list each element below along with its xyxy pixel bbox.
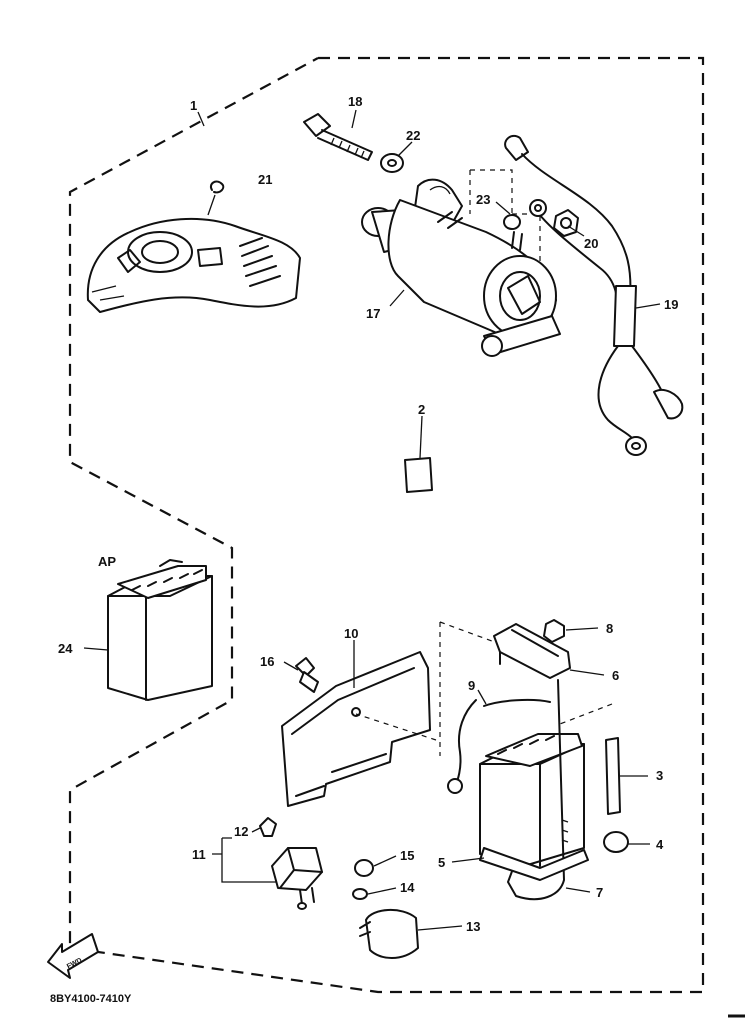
callout-labels: 1 18 22 21 23 20 19 17 2 AP 24 10 8 16 6…: [58, 94, 678, 934]
engine-case-drawing: [86, 180, 301, 313]
front-arrow-icon: FWD: [47, 933, 99, 979]
battery-drawing: [479, 733, 585, 867]
starter-relay-drawing: [271, 847, 323, 910]
washer-14-drawing: [352, 888, 368, 900]
terminal-guide-lines: [469, 169, 541, 262]
callout-9: 9: [468, 678, 475, 693]
callout-1: 1: [190, 98, 197, 113]
callout-7: 7: [596, 885, 603, 900]
leader-lines: [83, 109, 661, 931]
battery-guide-lines: [355, 621, 613, 756]
nut-20-drawing: [553, 209, 579, 237]
callout-24: 24: [58, 641, 73, 656]
part-code: 8BY4100-7410Y: [50, 993, 132, 1005]
cap-13-drawing: [359, 909, 419, 959]
bolt-18-drawing: [303, 113, 373, 161]
assembly-boundary: [68, 56, 705, 994]
nut-8-drawing: [543, 619, 565, 643]
callout-16: 16: [260, 654, 274, 669]
callout-5: 5: [438, 855, 445, 870]
callout-17: 17: [366, 306, 380, 321]
callout-19: 19: [664, 297, 678, 312]
battery-tray-drawing: [479, 847, 589, 881]
callout-21: 21: [258, 172, 272, 187]
callout-22: 22: [406, 128, 420, 143]
washer-22-drawing: [380, 153, 404, 173]
callout-23: 23: [476, 192, 490, 207]
callout-20: 20: [584, 236, 598, 251]
rod-3-drawing: [605, 737, 621, 815]
callout-2: 2: [418, 402, 425, 417]
clip-12-drawing: [259, 817, 277, 837]
callout-6: 6: [612, 668, 619, 683]
callout-3: 3: [656, 768, 663, 783]
band-rod-7-drawing: [507, 679, 569, 901]
callout-13: 13: [466, 919, 480, 934]
callout-8: 8: [606, 621, 613, 636]
nut-15-drawing: [354, 859, 374, 877]
grommet-4-drawing: [603, 831, 629, 853]
battery-24-drawing: [107, 559, 213, 701]
starter-lead-drawing: [504, 134, 684, 456]
callout-14: 14: [400, 880, 415, 895]
battery-ap-note: AP: [98, 554, 116, 569]
part-16-drawing: [295, 657, 319, 693]
nut-23-drawing: [503, 214, 521, 230]
callout-12: 12: [234, 824, 248, 839]
callout-4: 4: [656, 837, 664, 852]
battery-lead-drawing: [447, 698, 551, 794]
bracket-6-drawing: [493, 623, 571, 679]
callout-11: 11: [192, 847, 206, 862]
label-2-drawing: [404, 457, 433, 493]
battery-cover-drawing: [281, 651, 431, 807]
callout-15: 15: [400, 848, 414, 863]
starter-motor-drawing: [361, 178, 561, 357]
callout-18: 18: [348, 94, 362, 109]
callout-10: 10: [344, 626, 358, 641]
